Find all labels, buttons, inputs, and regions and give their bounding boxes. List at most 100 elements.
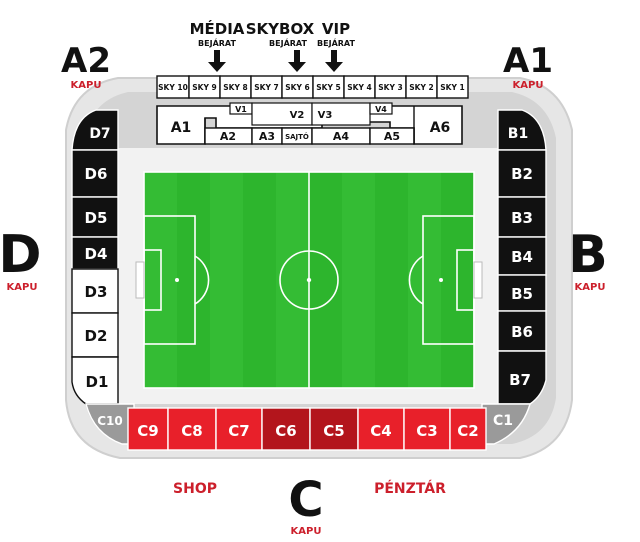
vip-v1[interactable]: V1 — [229, 102, 253, 115]
sector-d4-label: D4 — [85, 245, 108, 263]
skybox-10[interactable]: SKY 10 — [156, 75, 190, 99]
skybox-7[interactable]: SKY 7 — [250, 75, 283, 99]
sector-d1-label: D1 — [86, 373, 109, 391]
skybox-1[interactable]: SKY 1 — [436, 75, 469, 99]
gate-b-letter: B — [568, 225, 608, 285]
sector-d3-label: D3 — [85, 283, 108, 301]
sector-c8[interactable] — [167, 407, 217, 451]
skybox-2[interactable]: SKY 2 — [405, 75, 438, 99]
gate-c-letter: C — [288, 472, 323, 528]
north-stand: A1 A2 A3 SAJTÓ A4 A5 A6 V1 — [156, 102, 463, 145]
sector-a6-label: A6 — [430, 120, 451, 136]
skybox-label: SKY 9 — [192, 83, 216, 92]
gate-d-word: KAPU — [7, 282, 38, 293]
sector-b2[interactable] — [497, 149, 547, 198]
media-entrance-title: MÉDIA — [190, 19, 245, 38]
sector-c1-label: C1 — [493, 413, 513, 429]
vip-entrance-sub: BEJÁRAT — [317, 37, 355, 48]
gate-d-letter: D — [0, 225, 42, 285]
skybox-label: SKY 1 — [440, 83, 464, 92]
gate-a2-letter: A2 — [61, 41, 111, 81]
sector-a4[interactable]: A4 — [311, 127, 371, 145]
sector-b4-label: B4 — [511, 248, 533, 266]
skybox-label: SKY 3 — [378, 83, 402, 92]
press-box-label: SAJTÓ — [285, 132, 309, 141]
sector-c1[interactable] — [481, 403, 531, 445]
media-entrance-arrow — [208, 50, 226, 72]
sector-d6[interactable] — [71, 149, 119, 198]
vip-v2-label: V2 — [290, 110, 305, 121]
skybox-5[interactable]: SKY 5 — [312, 75, 345, 99]
sector-a5-label: A5 — [384, 130, 400, 143]
sector-a5[interactable]: A5 — [369, 127, 415, 145]
sector-d5[interactable] — [71, 196, 119, 238]
gate-c-word: KAPU — [291, 526, 322, 537]
vip-v2[interactable]: V2 — [251, 102, 313, 126]
skybox-9[interactable]: SKY 9 — [188, 75, 221, 99]
ticket-office-label[interactable]: PÉNZTÁR — [374, 480, 446, 497]
sector-a2[interactable]: A2 — [204, 127, 253, 145]
skybox-label: SKY 5 — [316, 83, 340, 92]
skybox-3[interactable]: SKY 3 — [374, 75, 407, 99]
sector-b6-label: B6 — [511, 323, 533, 341]
east-stand: B1 B2 B3 B4 B5 B6 B7 C1 — [481, 109, 547, 445]
skybox-4[interactable]: SKY 4 — [343, 75, 376, 99]
sector-a3[interactable]: A3 — [251, 127, 283, 145]
gate-a1-letter: A1 — [503, 41, 553, 81]
skybox-label: SKY 2 — [409, 83, 433, 92]
skybox-6[interactable]: SKY 6 — [281, 75, 314, 99]
vip-v4[interactable]: V4 — [369, 102, 393, 115]
sector-a4-label: A4 — [333, 130, 350, 143]
sector-c7-label: C7 — [228, 422, 249, 440]
sector-a6[interactable]: A6 — [413, 106, 451, 144]
sector-c4-label: C4 — [370, 422, 391, 440]
sector-a1-label: A1 — [171, 120, 192, 136]
sector-d5-label: D5 — [85, 209, 108, 227]
sector-c2-label: C2 — [457, 422, 478, 440]
skybox-entrance-arrow — [288, 50, 306, 72]
skybox-8[interactable]: SKY 8 — [219, 75, 252, 99]
skybox-entrance-title: SKYBOX — [246, 20, 315, 38]
vip-v3[interactable]: V3 — [311, 102, 371, 126]
sector-c9-label: C9 — [137, 422, 158, 440]
skybox-label: SKY 4 — [347, 83, 371, 92]
skybox-label: SKY 8 — [223, 83, 247, 92]
shop-label[interactable]: SHOP — [173, 481, 217, 497]
vip-v4-label: V4 — [375, 105, 387, 114]
sector-c4[interactable] — [357, 407, 405, 451]
vip-v1-label: V1 — [235, 105, 247, 114]
sector-b6[interactable] — [497, 310, 547, 352]
sector-d7-label: D7 — [89, 126, 110, 142]
sector-c8-label: C8 — [181, 422, 202, 440]
sector-c3[interactable] — [403, 407, 451, 451]
sector-a2-label: A2 — [220, 130, 236, 143]
sector-b2-label: B2 — [511, 165, 533, 183]
west-stand: D7 D6 D5 D4 D3 D2 D1 C10 — [71, 109, 135, 445]
sector-b1-label: B1 — [508, 126, 528, 142]
football-pitch — [135, 171, 483, 389]
vip-entrance-title: VIP — [322, 20, 350, 38]
skybox-entrance-sub: BEJÁRAT — [269, 37, 307, 48]
sector-b3[interactable] — [497, 196, 547, 238]
sector-c6-label: C6 — [275, 422, 296, 440]
skybox-label: SKY 7 — [254, 83, 278, 92]
media-entrance-sub: BEJÁRAT — [198, 37, 236, 48]
sector-b5[interactable] — [497, 274, 547, 312]
sector-c7[interactable] — [215, 407, 263, 451]
sector-c3-label: C3 — [416, 422, 437, 440]
press-box[interactable]: SAJTÓ — [281, 127, 313, 145]
gate-b-word: KAPU — [575, 282, 606, 293]
south-stand: C9 C8 C7 C6 C5 C4 C3 C2 — [127, 407, 487, 451]
sector-c10-label: C10 — [97, 414, 123, 428]
gate-a2-word: KAPU — [71, 80, 102, 91]
sector-b5-label: B5 — [511, 285, 533, 303]
skybox-label: SKY 10 — [158, 83, 188, 92]
sector-b7-label: B7 — [509, 371, 531, 389]
sector-c2[interactable] — [449, 407, 487, 451]
sector-a3-label: A3 — [259, 130, 275, 143]
sector-d2[interactable] — [71, 312, 119, 358]
sector-b3-label: B3 — [511, 209, 533, 227]
skybox-label: SKY 6 — [285, 83, 309, 92]
skybox-row: SKY 10 SKY 9 SKY 8 SKY 7 SKY 6 SKY 5 SKY… — [156, 75, 469, 99]
